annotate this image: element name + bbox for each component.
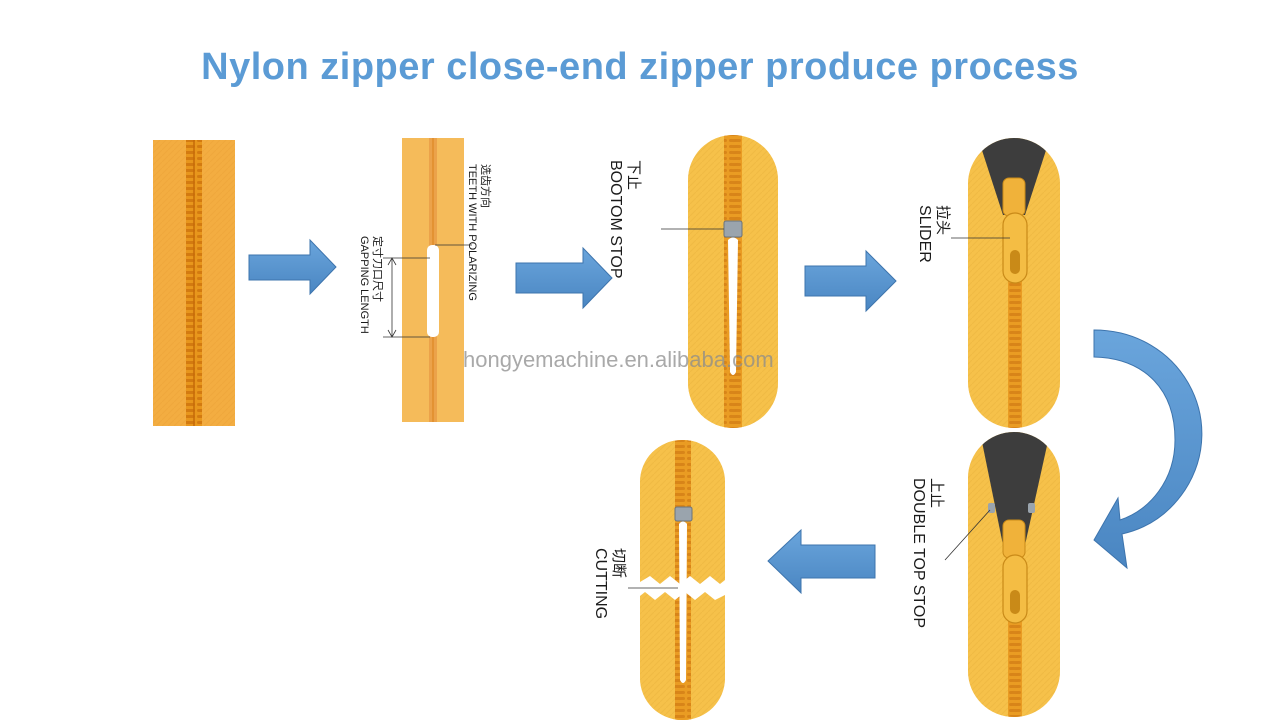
gapping-length-label: 定寸刀口尺寸 GAPPING LENGTH [358, 236, 383, 334]
bottom-stop-label: 下止 BOOTOM STOP [607, 160, 642, 279]
slider-zipper [951, 138, 1060, 428]
page-title: Nylon zipper close-end zipper produce pr… [201, 46, 1079, 88]
teeth-polarizing-label: 选齿方向 TEETH WITH POLARIZING [466, 164, 491, 301]
arrow-right-icon [804, 249, 897, 313]
gapped-zipper-chain [383, 138, 472, 422]
slider-label: 拉头 SLIDER [916, 205, 951, 263]
curved-arrow-icon [1093, 329, 1203, 570]
cutting-zipper [628, 440, 725, 720]
cutting-label: 切断 CUTTING [592, 548, 627, 620]
arrow-left-icon [767, 528, 876, 595]
continuous-zipper-chain [153, 140, 235, 426]
arrow-right-icon [515, 246, 613, 310]
double-top-stop-label: 上止 DOUBLE TOP STOP [910, 478, 945, 628]
arrow-right-icon [248, 238, 337, 296]
bottom-stop-zipper [661, 135, 778, 428]
watermark: hongyemachine.en.alibaba.com [463, 347, 774, 372]
double-top-stop-zipper [944, 432, 1060, 717]
